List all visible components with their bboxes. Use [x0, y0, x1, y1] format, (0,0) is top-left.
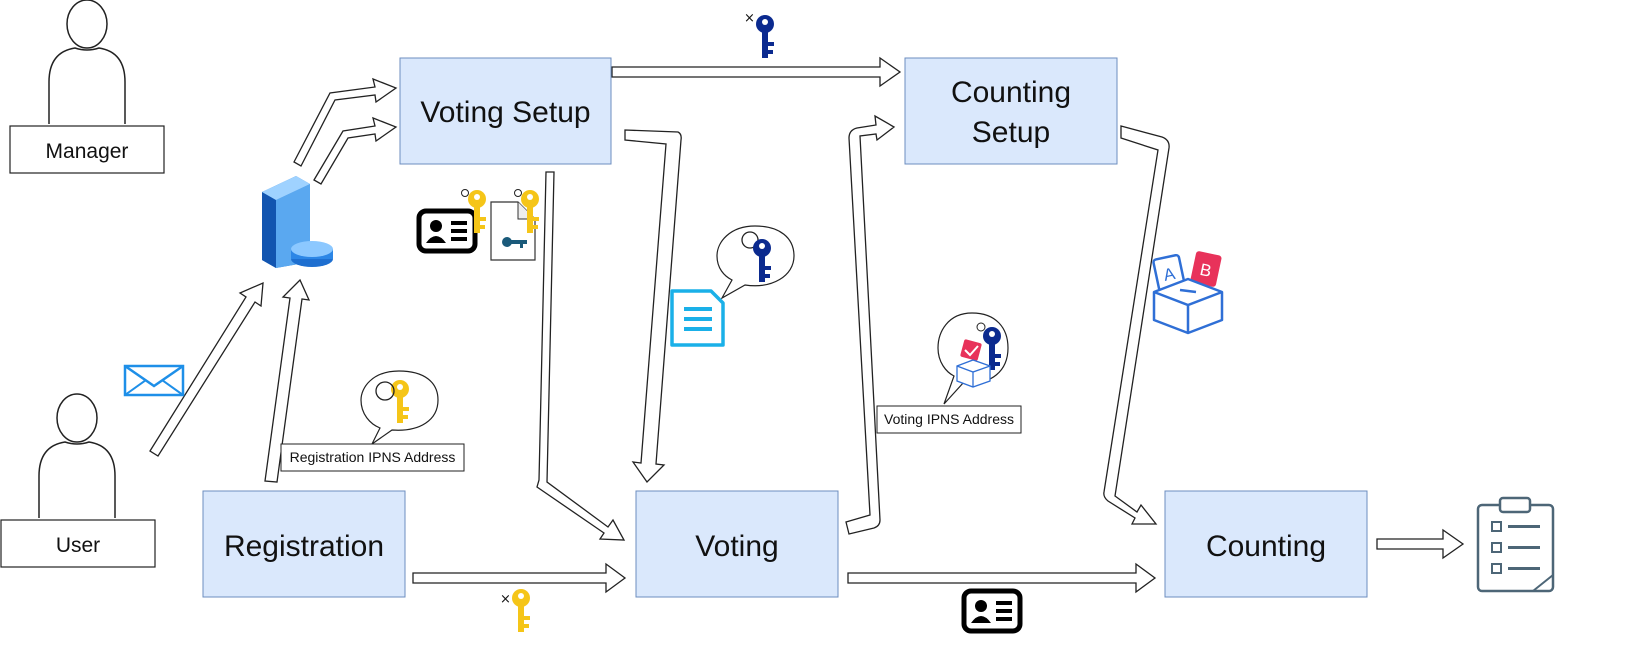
manager-actor: Manager [9, 0, 165, 174]
user-label: User [56, 534, 100, 557]
server-icon [262, 176, 333, 268]
arrow-server-to-voting-setup-upper [293, 77, 398, 167]
counting-label: Counting [1206, 530, 1326, 563]
revoked-public-key-icon: × [744, 11, 774, 58]
arrow-counting-to-results [1376, 528, 1465, 560]
counting-setup-label-line2: Setup [972, 116, 1050, 149]
stage-registration: Registration [202, 490, 406, 598]
user-actor: User [0, 393, 156, 568]
arrow-server-to-voting-setup-lower [313, 116, 398, 185]
envelope-icon [123, 364, 185, 397]
ballot-document-callout [670, 225, 795, 347]
svg-text:×: × [500, 592, 511, 607]
manager-person-icon [48, 0, 126, 125]
arrow-voting-setup-to-voting-right [624, 129, 682, 484]
ballot-box-icon: A B [1152, 251, 1224, 335]
registration-label: Registration [224, 530, 384, 563]
arrow-user-to-server [149, 281, 264, 457]
id-card-icon [419, 211, 475, 251]
registration-ipns-callout: Registration IPNS Address [280, 370, 465, 472]
ballot-box-small-icon [956, 339, 991, 388]
voting-label: Voting [695, 530, 778, 563]
stage-counting: Counting [1164, 490, 1368, 598]
registration-ipns-label: Registration IPNS Address [290, 449, 456, 465]
arrow-voting-setup-to-counting-setup [611, 56, 902, 88]
arrow-registration-to-voting [412, 562, 627, 594]
ballot-a-letter: A [1162, 264, 1178, 285]
clipboard-icon [1476, 496, 1555, 593]
ballot-b-letter: B [1198, 260, 1213, 281]
arrow-counting-setup-to-counting [1103, 125, 1170, 525]
document-icon [670, 289, 725, 347]
arrow-voting-to-counting-setup [845, 114, 896, 535]
counting-setup-label-line1: Counting [951, 76, 1071, 109]
id-card-icon-2 [964, 591, 1020, 631]
private-key-icon-2 [514, 189, 539, 233]
manager-label: Manager [46, 140, 129, 163]
voting-setup-label: Voting Setup [420, 96, 590, 129]
stage-voting-setup: Voting Setup [399, 57, 612, 165]
revoked-private-key-icon: × [500, 589, 530, 632]
svg-text:×: × [744, 11, 755, 26]
user-person-icon [38, 393, 116, 519]
document-key-icon [490, 201, 536, 261]
private-key-icon [461, 189, 486, 233]
arrow-voting-setup-to-voting-left [536, 171, 626, 541]
stage-voting: Voting [635, 490, 839, 598]
stage-counting-setup: Counting Setup [904, 57, 1118, 165]
voting-ipns-callout: Voting IPNS Address [876, 312, 1022, 434]
voting-ipns-label: Voting IPNS Address [884, 411, 1014, 427]
arrow-voting-to-counting [847, 562, 1157, 594]
